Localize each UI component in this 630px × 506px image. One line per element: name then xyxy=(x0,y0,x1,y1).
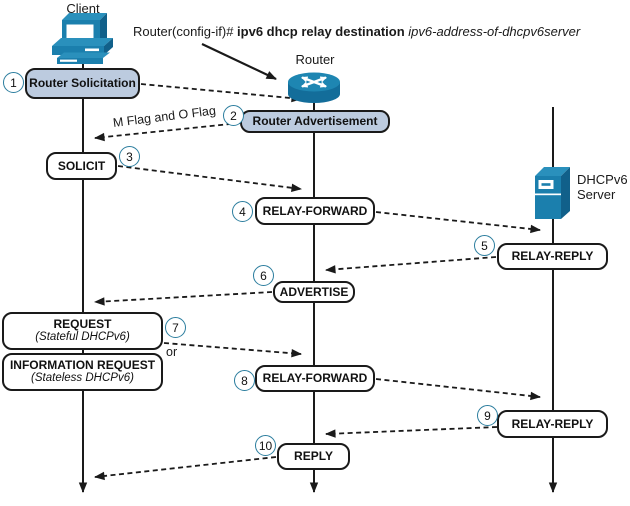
box-solicit-label: SOLICIT xyxy=(57,158,106,173)
box-relay-forward-1: RELAY-FORWARD xyxy=(255,197,375,225)
dhcpv6-server-icon xyxy=(535,167,570,219)
box-relay-forward-1-label: RELAY-FORWARD xyxy=(262,203,368,218)
box-information-request-label: INFORMATION REQUEST xyxy=(9,358,156,372)
step-circle-3: 3 xyxy=(119,146,140,167)
arrow-relay-reply-1 xyxy=(325,256,497,274)
cli-keywords: ipv6 dhcp relay destination xyxy=(237,24,409,39)
arrow-relay-forward-1 xyxy=(375,211,541,234)
client-label: Client xyxy=(66,1,100,16)
dhcpv6-server-label: DHCPv6 Server xyxy=(577,172,628,202)
step-circle-6: 6 xyxy=(253,265,274,286)
box-relay-reply-1: RELAY-REPLY xyxy=(497,243,608,270)
router-label: Router xyxy=(295,52,335,67)
step-circle-1: 1 xyxy=(3,72,24,93)
step-circle-9: 9 xyxy=(477,405,498,426)
arrow-solicit xyxy=(117,165,302,192)
step-circle-5: 5 xyxy=(474,235,495,256)
arrow-relay-forward-2 xyxy=(375,378,541,401)
box-router-advertisement: Router Advertisement xyxy=(240,110,390,133)
box-router-advertisement-label: Router Advertisement xyxy=(252,114,378,128)
box-advertise-label: ADVERTISE xyxy=(279,284,349,299)
step-circle-7: 7 xyxy=(165,317,186,338)
box-relay-forward-2-label: RELAY-FORWARD xyxy=(262,371,368,385)
box-request-sublabel: (Stateful DHCPv6) xyxy=(35,331,130,343)
arrow-router-solicitation xyxy=(140,83,302,103)
command-pointer-arrow xyxy=(201,43,277,80)
arrow-advertise xyxy=(94,291,273,306)
arrow-reply xyxy=(94,456,277,481)
box-relay-reply-2-label: RELAY-REPLY xyxy=(511,416,594,431)
cli-prompt: Router(config-if)# xyxy=(133,24,238,39)
step-circle-4: 4 xyxy=(232,201,253,222)
router-icon xyxy=(288,72,340,103)
box-information-request: INFORMATION REQUEST (Stateless DHCPv6) xyxy=(2,353,163,391)
cli-command: Router(config-if)# ipv6 dhcp relay desti… xyxy=(133,24,580,39)
box-reply: REPLY xyxy=(277,443,350,470)
step-circle-8: 8 xyxy=(234,370,255,391)
box-advertise: ADVERTISE xyxy=(273,281,355,303)
box-router-solicitation-label: Router Solicitation xyxy=(29,76,136,90)
box-router-solicitation: Router Solicitation xyxy=(25,68,140,99)
arrow-router-advertisement xyxy=(94,122,241,142)
box-request: REQUEST (Stateful DHCPv6) xyxy=(2,312,163,350)
client-computer-icon xyxy=(52,13,113,64)
cli-argument: ipv6-address-of-dhcpv6server xyxy=(408,24,581,39)
or-annotation: or xyxy=(166,345,178,359)
box-request-label: REQUEST xyxy=(53,317,112,331)
box-relay-forward-2: RELAY-FORWARD xyxy=(255,365,375,392)
box-relay-reply-1-label: RELAY-REPLY xyxy=(511,249,594,263)
arrow-relay-reply-2 xyxy=(325,426,498,438)
step-circle-10: 10 xyxy=(255,435,276,456)
arrow-request xyxy=(163,342,302,358)
box-reply-label: REPLY xyxy=(294,449,333,463)
box-solicit: SOLICIT xyxy=(46,152,117,180)
box-information-request-sublabel: (Stateless DHCPv6) xyxy=(31,372,134,384)
box-relay-reply-2: RELAY-REPLY xyxy=(497,410,608,438)
step-circle-2: 2 xyxy=(223,105,244,126)
